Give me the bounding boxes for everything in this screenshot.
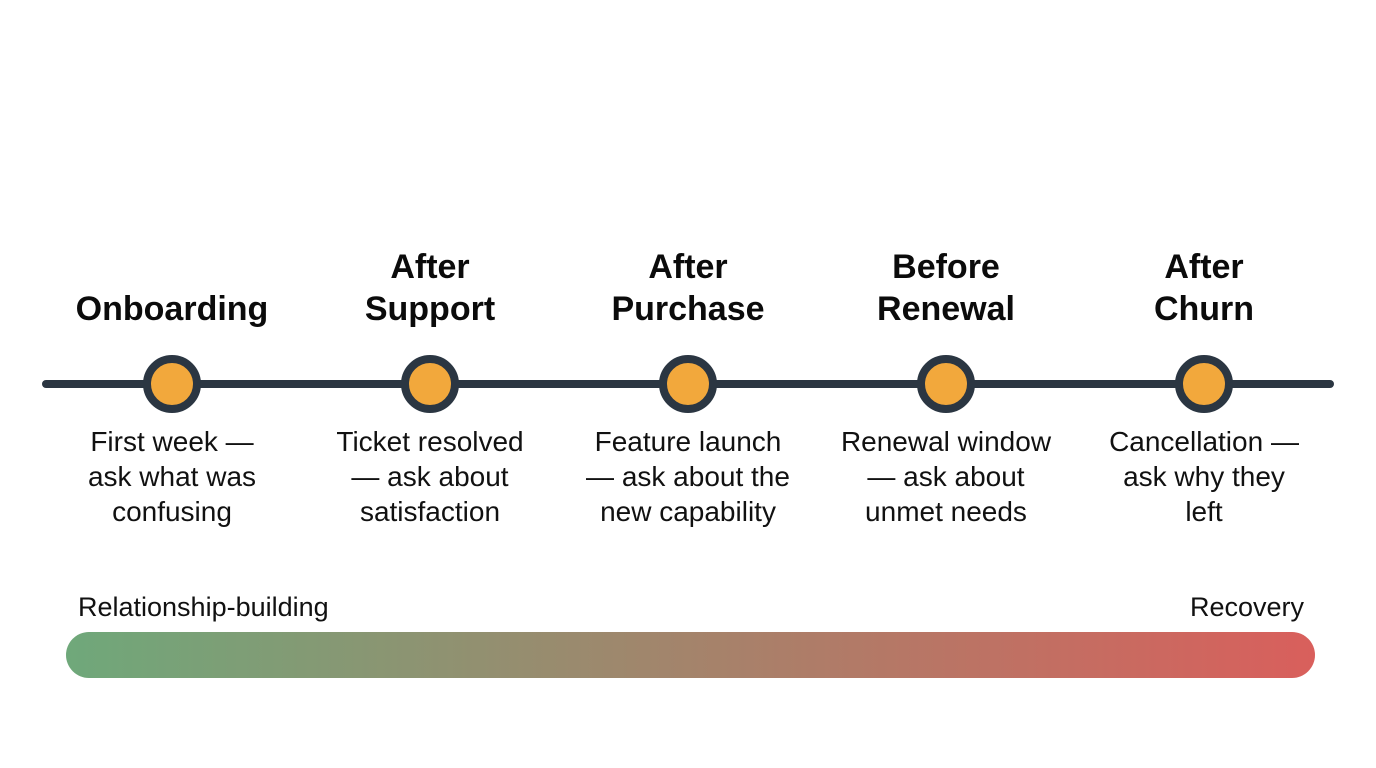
spectrum-gradient-bar xyxy=(66,632,1315,678)
milestone-columns: Onboarding First week — ask what was con… xyxy=(43,0,1333,768)
spectrum-right-label: Recovery xyxy=(1189,592,1304,622)
milestone-title: After Churn xyxy=(1153,248,1255,328)
milestone-node-icon xyxy=(1175,355,1233,413)
milestone-after-churn: After Churn Cancellation — ask why they … xyxy=(1075,0,1333,768)
milestone-title: Onboarding xyxy=(75,290,269,328)
milestone-title: Before Renewal xyxy=(877,248,1015,328)
milestone-description: Renewal window — ask about unmet needs xyxy=(840,426,1052,527)
spectrum-left-label: Relationship-building xyxy=(78,592,329,622)
milestone-title: After Support xyxy=(364,248,496,328)
milestone-before-renewal: Before Renewal Renewal window — ask abou… xyxy=(817,0,1075,768)
milestone-after-purchase: After Purchase Feature launch — ask abou… xyxy=(559,0,817,768)
milestone-description: Cancellation — ask why they left xyxy=(1109,426,1299,527)
milestone-node-icon xyxy=(143,355,201,413)
milestone-node-icon xyxy=(917,355,975,413)
milestone-node-icon xyxy=(401,355,459,413)
milestone-title: After Purchase xyxy=(611,248,765,328)
milestone-after-support: After Support Ticket resolved — ask abou… xyxy=(301,0,559,768)
milestone-description: Feature launch — ask about the new capab… xyxy=(586,426,790,527)
milestone-onboarding: Onboarding First week — ask what was con… xyxy=(43,0,301,768)
milestone-description: First week — ask what was confusing xyxy=(87,426,257,527)
milestone-node-icon xyxy=(659,355,717,413)
milestone-description: Ticket resolved — ask about satisfaction xyxy=(336,426,524,527)
